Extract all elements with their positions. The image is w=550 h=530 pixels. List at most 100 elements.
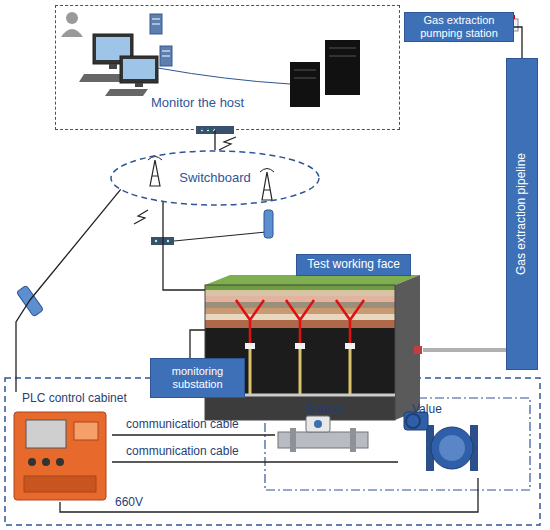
lower-dashed-frame (5, 378, 540, 525)
connector-line (423, 348, 506, 352)
host-link (158, 68, 290, 84)
antenna-icon (262, 172, 272, 200)
drill-hole (245, 343, 255, 349)
wireless-symbol (219, 137, 236, 150)
strata-block (205, 296, 395, 302)
node-text: Test working face (296, 254, 411, 276)
drill-hole (286, 300, 314, 345)
antenna-icon (148, 157, 274, 201)
wireless-symbol (134, 210, 148, 224)
plc-cabinet (14, 412, 106, 500)
strata-block (205, 275, 420, 285)
plc-cabinet (56, 458, 64, 466)
plc-cabinet-node: PLC control cabinet (12, 392, 112, 502)
connector-line (163, 201, 205, 290)
strata-block (205, 285, 395, 420)
pipeline-band: Gas extraction pipeline (506, 58, 538, 370)
plc-cabinet (42, 458, 50, 466)
host-group-box: Monitor the host (55, 5, 400, 130)
valve-photo (431, 427, 473, 469)
substation-box: monitoring substation (150, 358, 245, 398)
sensor-photo (290, 428, 296, 452)
drill-hole (336, 300, 364, 345)
drill-hole (349, 345, 352, 395)
plc-cabinet (28, 458, 36, 466)
drill-hole (345, 343, 355, 349)
plc-cabinet (26, 420, 66, 448)
strata-block (205, 285, 395, 290)
computer-icon (135, 83, 143, 87)
host-server (329, 48, 356, 49)
host-server (290, 40, 360, 107)
station-box: Gas extraction pumping station (404, 12, 514, 42)
plc-cabinet (14, 412, 106, 500)
host-link (158, 68, 290, 84)
host-server (329, 56, 356, 57)
drill-hole (236, 300, 264, 345)
antenna-icon (152, 176, 158, 177)
host-server (325, 40, 360, 95)
strata-block (205, 275, 420, 420)
fiber-tube (264, 210, 273, 238)
node-text: Value (412, 403, 442, 417)
server-icon (152, 24, 160, 25)
host-server (294, 70, 316, 71)
sensor-photo (350, 428, 356, 452)
sensor-photo (314, 420, 322, 428)
computer-icon (79, 34, 158, 96)
node-text: Gas extraction pumping station (407, 14, 511, 39)
strata-block (205, 290, 395, 296)
antenna-icon (150, 160, 160, 186)
valve-photo (404, 412, 478, 471)
valve-photo (439, 435, 465, 461)
server-icon (162, 56, 170, 57)
person-icon (61, 29, 83, 37)
node-text: monitoring substation (153, 365, 242, 390)
switchboard-ellipse: Switchboard (110, 150, 320, 206)
host-server (290, 62, 320, 107)
server-icon (162, 51, 170, 52)
connector-line (60, 478, 478, 512)
antenna-icon (264, 190, 270, 191)
edge-label: 660V (115, 496, 143, 510)
network-switch (155, 240, 157, 242)
lower-dashed-frame (5, 378, 540, 525)
connector-line (514, 27, 522, 58)
drill-hole (295, 343, 305, 349)
connector-line (16, 189, 121, 392)
ellipse-outline (111, 151, 319, 205)
valve-node: Value (398, 403, 503, 478)
node-text: PLC control cabinet (22, 392, 127, 406)
drill-hole (228, 300, 422, 395)
server-icon (150, 14, 162, 34)
antenna-icon (260, 169, 274, 173)
plc-cabinet (74, 422, 98, 440)
computer-icon (123, 59, 155, 79)
drill-hole (228, 394, 395, 397)
sensor-photo (278, 416, 368, 452)
strata-block (205, 308, 395, 314)
host-server (294, 78, 316, 79)
computer-icon (120, 56, 158, 83)
connector-line (214, 130, 215, 150)
person-icon (61, 12, 83, 37)
drill-hole (249, 345, 252, 395)
server-icon (152, 19, 160, 20)
node-text: Switchboard (179, 171, 251, 186)
connector-line (112, 461, 398, 462)
strata-block (205, 395, 395, 420)
person-icon (66, 12, 78, 24)
node-text: Sensor (305, 403, 343, 417)
drill-hole (299, 345, 302, 395)
connector-line (190, 330, 205, 358)
connector-line (112, 434, 275, 435)
computer-icon (109, 64, 117, 69)
edge-label: communication cable (126, 418, 239, 432)
plc-cabinet (24, 476, 96, 492)
strata-block (205, 302, 395, 308)
sensor-node: Sensor (275, 403, 370, 455)
node-text: Monitor the host (151, 96, 244, 111)
